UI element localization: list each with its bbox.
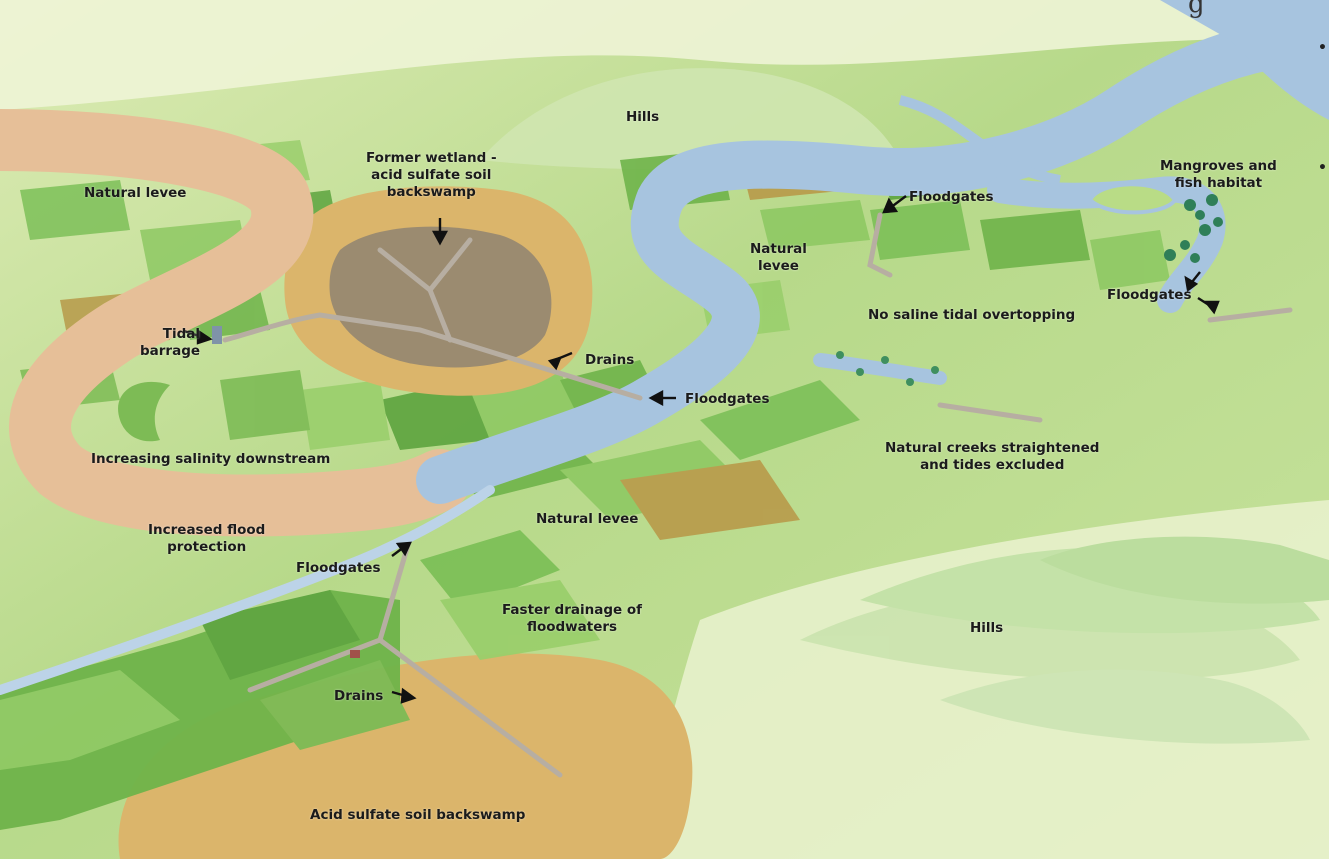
label-natural-levee-left: Natural levee	[84, 185, 187, 201]
label-drains-bottom: Drains	[334, 688, 384, 704]
creek-vegetation	[836, 351, 939, 386]
former-wetland-core	[329, 226, 552, 368]
label-no-saline-overtopping: No saline tidal overtopping	[868, 307, 1076, 323]
pale-upper-land	[0, 0, 1329, 110]
label-natural-levee-bottom: Natural levee	[536, 511, 639, 527]
label-floodgates-mid: Floodgates	[685, 391, 770, 407]
label-natural-levee-right: Natural levee	[750, 241, 807, 274]
label-acid-sulfate-backswamp: Acid sulfate soil backswamp	[310, 807, 526, 823]
straightened-creek	[813, 353, 947, 385]
tidal-barrage-structure	[212, 326, 222, 344]
saline-river-island	[118, 381, 170, 442]
narrow-channel	[0, 485, 495, 695]
label-hills-top: Hills	[626, 109, 660, 125]
label-drains-mid: Drains	[585, 352, 635, 368]
cropped-top-text: g	[1188, 0, 1205, 19]
freshwater-river	[416, 16, 1329, 504]
estuary-branch	[987, 176, 1226, 313]
label-former-wetland: Former wetland - acid sulfate soil backs…	[366, 150, 497, 200]
drain-lines	[222, 212, 1293, 778]
label-mangroves: Mangroves and fish habitat	[1160, 158, 1277, 191]
label-floodgates-right: Floodgates	[1107, 287, 1192, 303]
label-faster-drainage: Faster drainage of floodwaters	[502, 602, 642, 635]
fields-bottom-left	[0, 530, 600, 830]
edge-mark: •	[1318, 160, 1327, 176]
label-floodgates-top: Floodgates	[909, 189, 994, 205]
pointer-arrows	[183, 195, 1220, 704]
edge-mark: •	[1318, 40, 1327, 56]
river-mouth	[1160, 0, 1329, 120]
mangrove-clumps	[1164, 194, 1223, 263]
saline-river	[0, 109, 471, 537]
label-natural-creeks: Natural creeks straightened and tides ex…	[885, 440, 1100, 473]
hills-right-shape	[800, 536, 1329, 744]
tributary-top	[898, 95, 1061, 185]
estuary-loop	[1087, 182, 1178, 215]
floodgate-bottom-structure	[350, 650, 360, 658]
label-hills-right: Hills	[970, 620, 1004, 636]
label-flood-protection: Increased flood protection	[148, 522, 266, 555]
label-tidal-barrage: Tidal barrage	[140, 326, 201, 359]
label-floodgates-bottom: Floodgates	[296, 560, 381, 576]
label-increasing-salinity: Increasing salinity downstream	[91, 451, 331, 467]
